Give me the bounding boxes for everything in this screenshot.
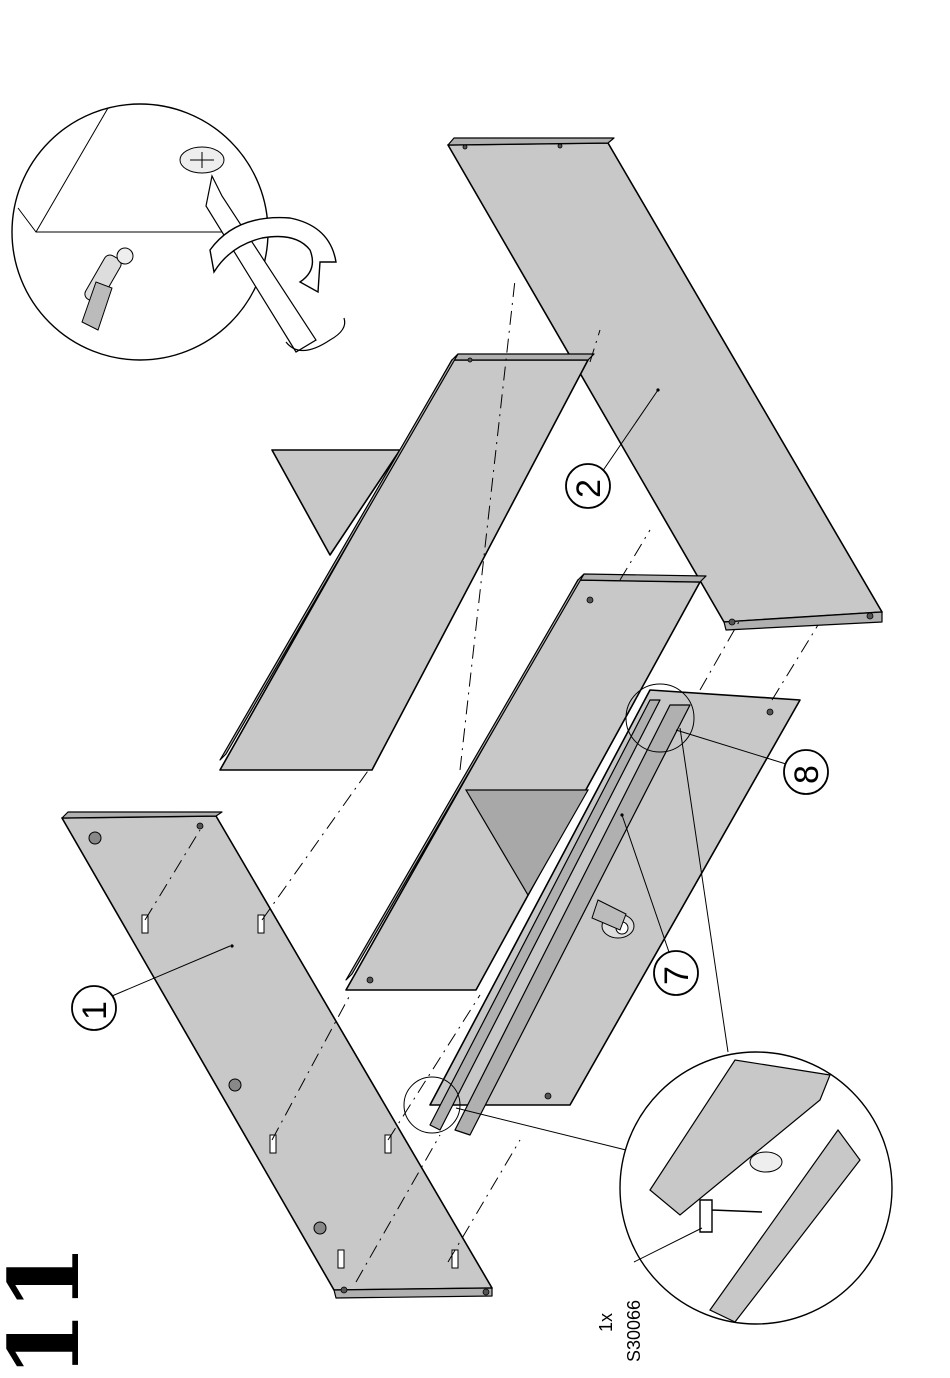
hardware-quantity: 1x [596,1313,616,1332]
callout-label-2: 2 [570,479,608,498]
step-number-text: 11 [0,1244,101,1378]
callout-label-8: 8 [788,765,826,784]
step-number: 11 [0,1244,101,1378]
hardware-code: S30066 [624,1300,644,1362]
hardware-label: 1x [596,1313,616,1332]
callout-label-7: 7 [658,966,696,985]
detail-zoom-cam-lock [12,104,345,360]
callout-label-1: 1 [76,1001,114,1020]
cam-lock-icon [750,1152,782,1172]
hardware-code-label: S30066 [624,1300,644,1362]
